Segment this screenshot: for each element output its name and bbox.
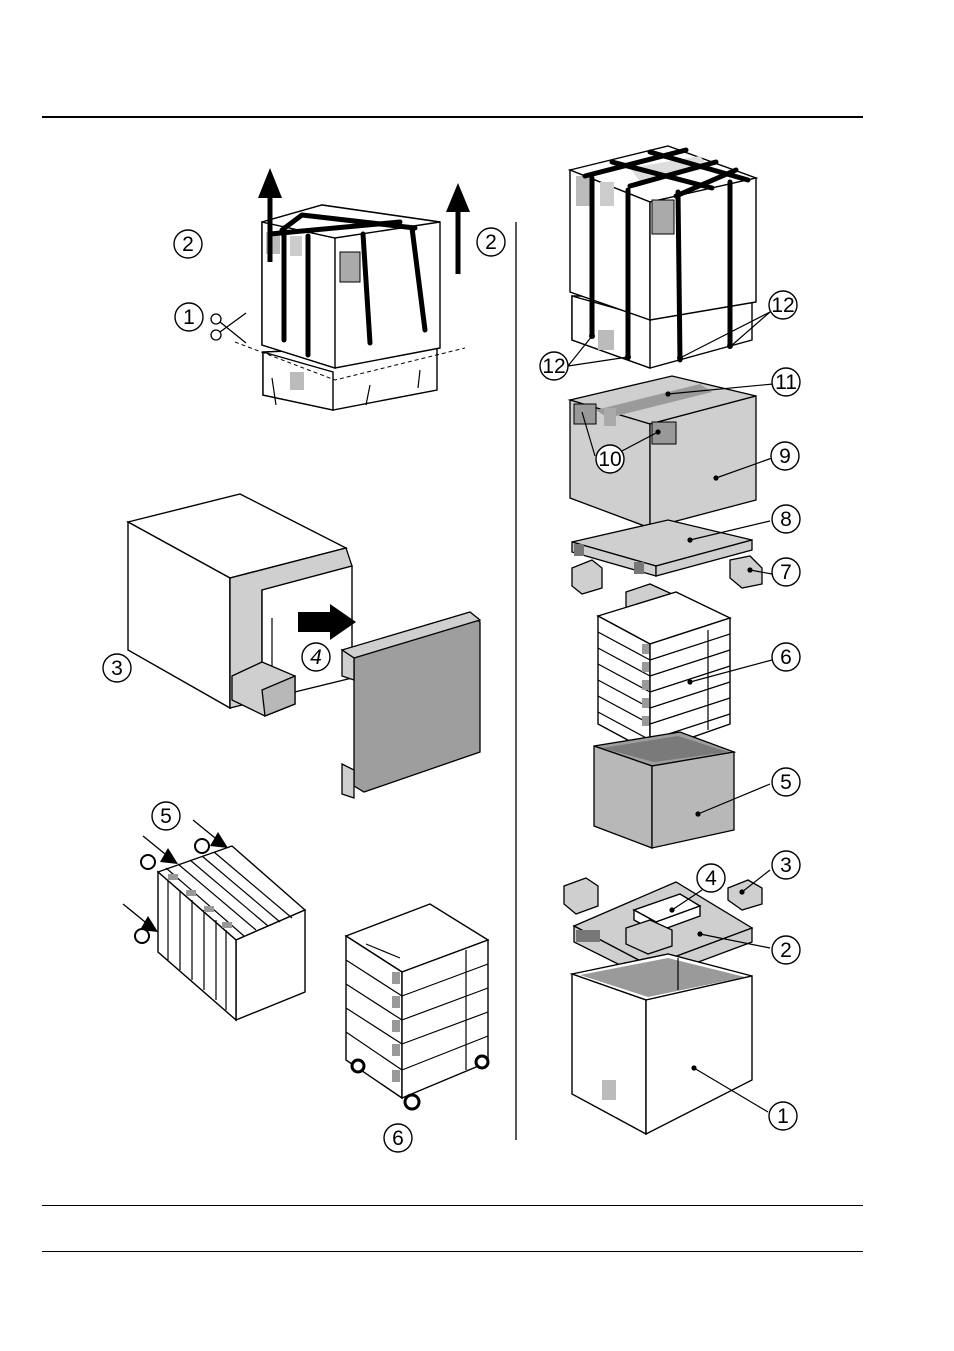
callout-left-1: 1 [175, 303, 203, 331]
callout-label: 2 [485, 231, 497, 254]
callout-right-7: 7 [772, 558, 800, 586]
callout-left-5: 5 [152, 802, 180, 830]
callout-label: 6 [780, 646, 792, 669]
callout-label: 12 [542, 355, 565, 378]
callout-right-10: 10 [596, 445, 624, 473]
callout-left-4: 4 [302, 643, 330, 671]
sleeve-box [128, 494, 352, 716]
callout-label: 2 [182, 233, 194, 256]
callout-label: 9 [779, 445, 791, 468]
callout-left-2a: 2 [174, 230, 202, 258]
inner-sleeve [594, 732, 734, 848]
module-stack [598, 592, 730, 752]
callout-label: 10 [598, 448, 621, 471]
callout-label: 3 [111, 657, 123, 680]
callout-label: 5 [160, 805, 172, 828]
callout-right-9: 9 [771, 442, 799, 470]
callout-label: 5 [780, 771, 792, 794]
callout-label: 1 [777, 1105, 789, 1128]
outer-carton [572, 954, 752, 1134]
battery-cabinet-on-casters [346, 904, 488, 1109]
callout-right-1: 1 [769, 1102, 797, 1130]
callout-right-8: 8 [772, 505, 800, 533]
battery-modules-loose [158, 846, 305, 1020]
callout-left-6: 6 [384, 1124, 412, 1152]
callout-left-2b: 2 [477, 228, 505, 256]
callout-label: 12 [771, 294, 794, 317]
callout-left-3: 3 [103, 654, 131, 682]
callout-right-12b: 12 [540, 352, 568, 380]
pallet-panel [342, 612, 480, 798]
strapped-unit-right [570, 146, 756, 368]
callout-label: 11 [775, 371, 797, 394]
callout-label: 6 [392, 1127, 404, 1150]
callout-label: 4 [705, 867, 717, 890]
callout-label: 3 [780, 854, 792, 877]
callout-right-6: 6 [772, 643, 800, 671]
callout-right-11: 11 [772, 368, 800, 396]
callout-right-2: 2 [772, 936, 800, 964]
callout-label: 8 [780, 508, 792, 531]
callout-right-4: 4 [697, 864, 725, 892]
arrow-up-icon [446, 183, 470, 274]
callout-right-5: 5 [772, 768, 800, 796]
callout-right-3: 3 [772, 851, 800, 879]
callout-label: 7 [780, 561, 792, 584]
callout-label: 2 [780, 939, 792, 962]
callout-label: 1 [183, 306, 195, 329]
callout-label: 4 [310, 646, 322, 669]
callout-right-12a: 12 [769, 291, 797, 319]
scissors-icon [211, 313, 246, 343]
